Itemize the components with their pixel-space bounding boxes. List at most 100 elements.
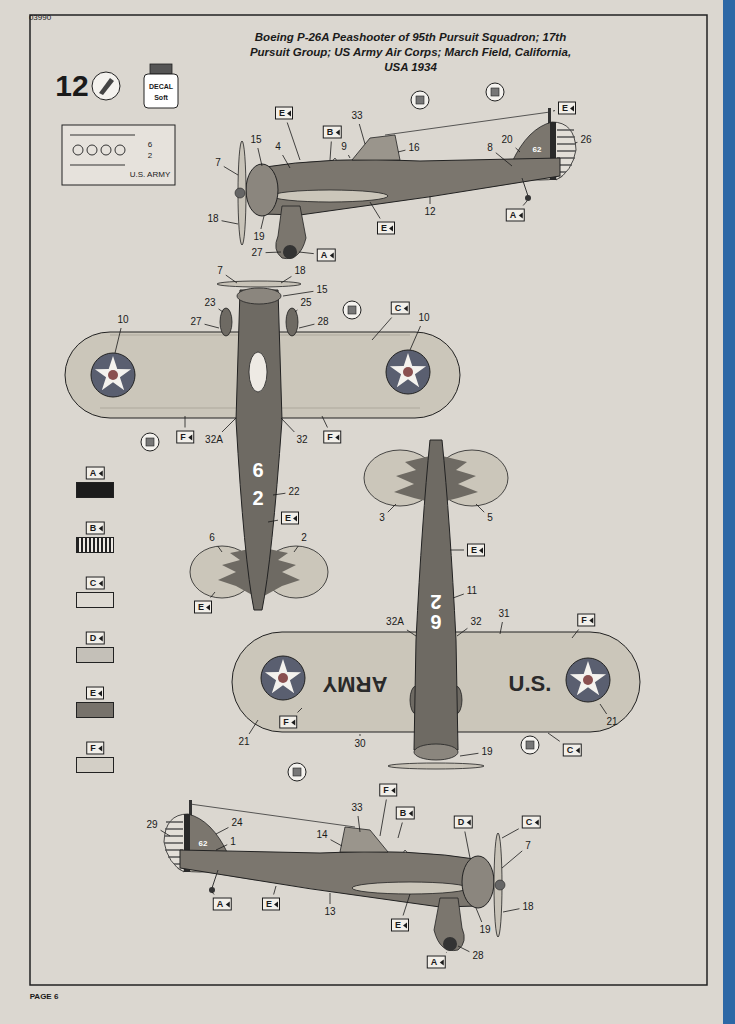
callout-number: 12 bbox=[424, 207, 435, 217]
leader-line bbox=[458, 946, 469, 952]
leader-line bbox=[226, 275, 237, 283]
leader-line bbox=[218, 546, 222, 552]
top-view bbox=[65, 281, 460, 610]
callout-number: 10 bbox=[117, 315, 128, 325]
callout-number: 15 bbox=[316, 285, 327, 295]
leader-line bbox=[161, 830, 170, 836]
decal-marking: ARMY bbox=[323, 673, 388, 695]
color-code: F bbox=[86, 742, 104, 755]
decal-marking: 62 bbox=[533, 146, 542, 154]
decal-marking: 2 bbox=[252, 488, 263, 508]
callout-number: 19 bbox=[479, 925, 490, 935]
decal-brush-icon bbox=[92, 72, 120, 100]
leader-line bbox=[370, 202, 380, 219]
leader-line bbox=[453, 594, 464, 598]
color-swatch bbox=[76, 702, 114, 718]
leader-line bbox=[219, 309, 223, 312]
callout-number: 7 bbox=[215, 158, 221, 168]
callout-number: 2 bbox=[301, 533, 307, 543]
leader-line bbox=[212, 892, 214, 895]
decal-bottle-icon bbox=[144, 64, 178, 108]
leader-line bbox=[299, 252, 314, 254]
callout-number: 24 bbox=[231, 818, 242, 828]
callout-number: 11 bbox=[467, 586, 477, 596]
leader-line bbox=[222, 221, 238, 224]
callout-number: 5 bbox=[487, 513, 493, 523]
callout-number: 14 bbox=[316, 830, 327, 840]
leader-line bbox=[572, 630, 579, 639]
callout-number: 27 bbox=[190, 317, 201, 327]
callout-number: 32A bbox=[386, 617, 404, 627]
callout-number: 32A bbox=[205, 435, 223, 445]
leader-line bbox=[294, 546, 298, 552]
leader-line bbox=[359, 124, 365, 144]
leader-line bbox=[216, 845, 227, 850]
leader-line bbox=[372, 318, 392, 341]
callout-number: 8 bbox=[487, 143, 493, 153]
color-code: C bbox=[563, 744, 582, 757]
callout-number: 22 bbox=[288, 487, 299, 497]
leader-line bbox=[216, 827, 228, 834]
callout-number: 20 bbox=[501, 135, 512, 145]
callout-number: 6 bbox=[209, 533, 215, 543]
callout-number: 18 bbox=[522, 902, 533, 912]
leader-line bbox=[298, 708, 303, 713]
color-code: F bbox=[323, 431, 341, 444]
leader-line bbox=[500, 622, 502, 634]
color-code: F bbox=[176, 431, 194, 444]
leader-line bbox=[465, 832, 470, 859]
color-code: F bbox=[279, 716, 297, 729]
decal-marking: 6 bbox=[252, 460, 263, 480]
callout-number: 28 bbox=[317, 317, 328, 327]
callout-number: 7 bbox=[525, 841, 531, 851]
leader-line bbox=[322, 416, 327, 428]
color-code: D bbox=[86, 632, 105, 645]
color-code: E bbox=[281, 512, 299, 525]
leader-line bbox=[222, 418, 236, 432]
leader-line bbox=[496, 153, 512, 166]
leader-line bbox=[330, 142, 331, 161]
leader-line bbox=[600, 704, 607, 714]
color-code: C bbox=[522, 816, 541, 829]
decal-marking: U.S. bbox=[509, 673, 552, 695]
leader-line bbox=[503, 909, 519, 912]
color-swatch bbox=[76, 592, 114, 608]
color-swatch bbox=[76, 757, 114, 773]
leader-line bbox=[476, 908, 482, 922]
callout-number: 13 bbox=[324, 907, 335, 917]
leader-line bbox=[273, 493, 285, 495]
leader-line bbox=[457, 628, 467, 636]
callout-number: 29 bbox=[146, 820, 157, 830]
color-swatch bbox=[76, 482, 114, 498]
color-code: E bbox=[467, 544, 485, 557]
callout-number: 30 bbox=[354, 739, 365, 749]
callout-number: 18 bbox=[294, 266, 305, 276]
color-code: E bbox=[262, 898, 280, 911]
leader-line bbox=[115, 328, 121, 353]
callout-number: 23 bbox=[204, 298, 215, 308]
callout-number: 21 bbox=[238, 737, 249, 747]
leader-line bbox=[476, 504, 484, 512]
leader-line bbox=[348, 155, 350, 158]
callout-number: 16 bbox=[408, 143, 419, 153]
leader-line bbox=[460, 753, 478, 756]
leader-line bbox=[380, 800, 386, 837]
color-swatch bbox=[76, 647, 114, 663]
leader-line bbox=[299, 324, 314, 328]
color-code: A bbox=[213, 898, 232, 911]
color-code: B bbox=[86, 522, 105, 535]
color-code: E bbox=[377, 222, 395, 235]
callout-number: 19 bbox=[253, 232, 264, 242]
leader-line bbox=[261, 216, 264, 229]
callout-number: 19 bbox=[481, 747, 492, 757]
color-code: C bbox=[86, 577, 105, 590]
decal-label: Soft bbox=[154, 94, 168, 101]
bottom-view bbox=[232, 440, 640, 769]
leader-line bbox=[360, 734, 361, 736]
leader-line bbox=[281, 418, 294, 432]
callout-number: 10 bbox=[418, 313, 429, 323]
callout-number: 15 bbox=[250, 135, 261, 145]
leader-line bbox=[403, 894, 410, 916]
color-code: E bbox=[558, 102, 576, 115]
